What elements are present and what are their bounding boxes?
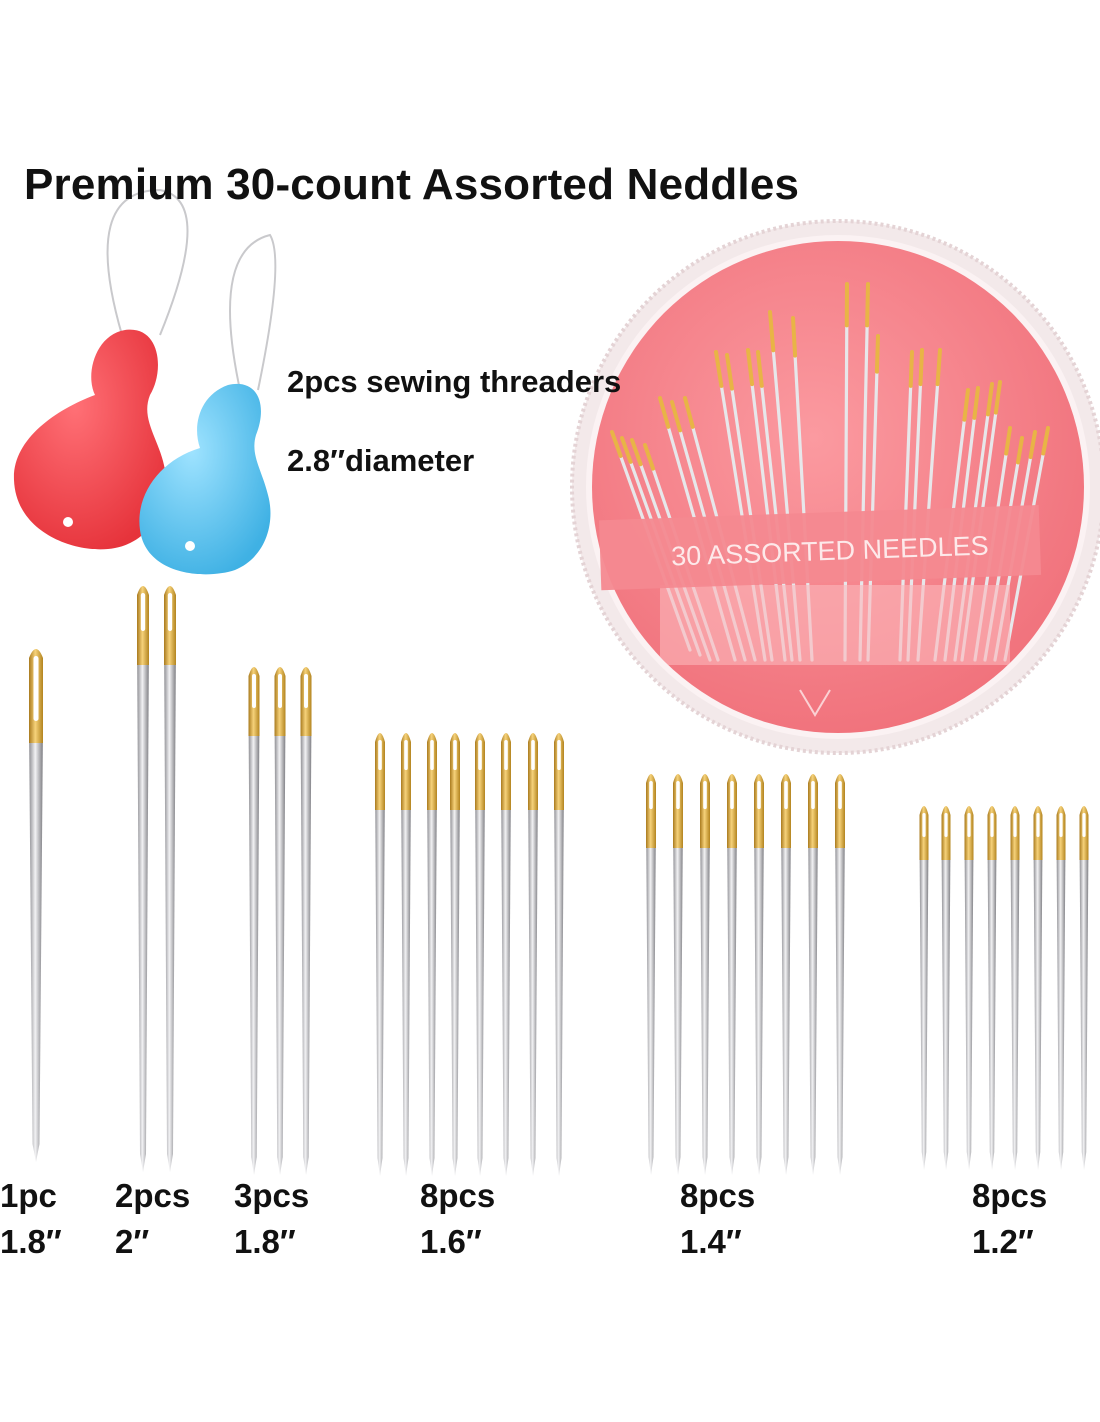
needle-group-4 [375,733,564,1176]
group-length: 1.8″ [234,1223,296,1260]
threader-red [13,188,189,550]
group-label-2: 2pcs 2″ [115,1173,190,1265]
group-label-5: 8pcs 1.4″ [680,1173,755,1265]
needle [919,806,929,1170]
needle [164,586,176,1172]
needle [700,774,710,1175]
group-count: 8pcs [680,1177,756,1214]
group-count: 8pcs [420,1177,496,1214]
needle [274,667,286,1175]
needle [29,649,43,1162]
group-count: 8pcs [972,1177,1048,1214]
needle [673,774,683,1175]
needle [1079,806,1089,1170]
needle [941,806,951,1170]
needle [727,774,737,1175]
needle [248,667,260,1175]
needle [300,667,312,1175]
needle-case: 30 ASSORTED NEEDLES [570,219,1100,755]
group-length: 1.8″ [0,1223,62,1260]
needle-group-3 [248,667,312,1175]
needle [1010,806,1020,1170]
needle [987,806,997,1170]
group-count: 1pc [0,1177,57,1214]
needle [137,586,149,1172]
needle [450,733,460,1176]
needle [808,774,818,1175]
group-count: 3pcs [234,1177,310,1214]
group-length: 2″ [115,1223,150,1260]
needle [475,733,485,1176]
group-label-3: 3pcs 1.8″ [234,1173,309,1265]
needle-rows [29,586,1089,1176]
needle-group-5 [646,774,845,1175]
group-length: 1.4″ [680,1223,742,1260]
needle-group-6 [919,806,1089,1170]
threaders-caption: 2pcs sewing threaders [287,364,622,399]
group-label-6: 8pcs 1.2″ [972,1173,1047,1265]
group-length: 1.6″ [420,1223,482,1260]
case-lower-slot [660,585,1010,665]
needle [401,733,411,1176]
needle [501,733,511,1176]
needle-group-1 [29,649,43,1162]
group-length: 1.2″ [972,1223,1034,1260]
needle [554,733,564,1176]
needle [427,733,437,1176]
group-label-1: 1pc 1.8″ [0,1173,62,1265]
needle-group-2 [137,586,176,1172]
needle [1033,806,1043,1170]
needle [1056,806,1066,1170]
needle [375,733,385,1176]
needle [754,774,764,1175]
diameter-caption: 2.8″diameter [287,443,475,478]
group-label-4: 8pcs 1.6″ [420,1173,495,1265]
needle [528,733,538,1176]
group-count: 2pcs [115,1177,191,1214]
needle [646,774,656,1175]
needle [835,774,845,1175]
threader-blue [139,233,277,575]
needle [964,806,974,1170]
needle [781,774,791,1175]
page-title: Premium 30-count Assorted Neddles [24,160,800,209]
